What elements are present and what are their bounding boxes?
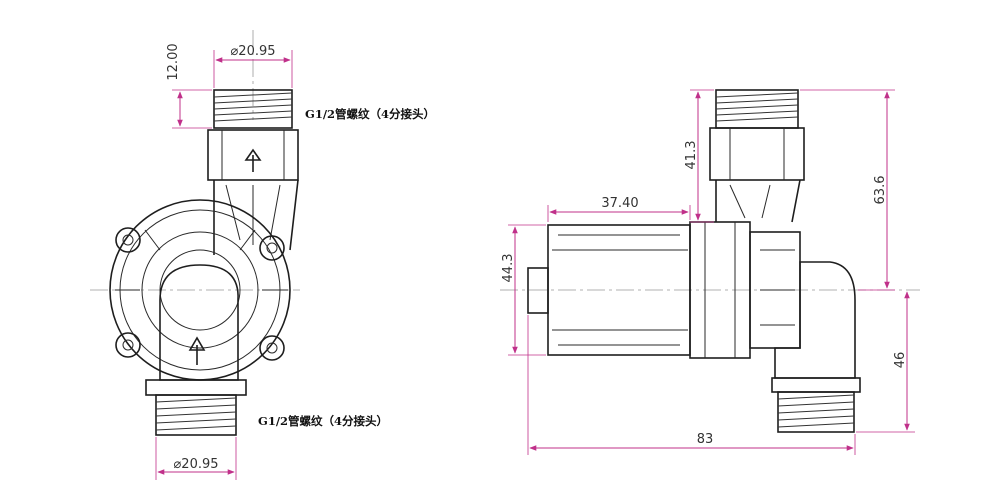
left-view: ⌀20.95 12.00 G1/2管螺纹（4分接头） G1/2管螺纹（4分接头）… [90,30,435,480]
bottom-diameter-label: ⌀20.95 [173,457,218,472]
dim-63-6: 63.6 [800,89,895,291]
total-length-label: 83 [697,432,714,447]
top-height-dimension: 12.00 [166,43,212,129]
upper-outlet [709,89,805,223]
bottom-diameter-dimension: ⌀20.95 [155,437,237,480]
pump-head [689,221,801,359]
height-label: 44.3 [501,254,516,283]
lower-label: 46 [893,352,908,369]
top-height-label: 12.00 [166,43,181,80]
top-thread-note: G1/2管螺纹（4分接头） [305,107,435,121]
inlet-pipe [145,264,247,436]
right-view: 37.40 44.3 41.3 63.6 46 [500,89,920,455]
top-thread-fitting [207,89,299,181]
dim-37-40: 37.40 [547,196,691,222]
dim-44-3: 44.3 [501,224,546,356]
overall-upper-label: 63.6 [873,176,888,205]
dim-41-3: 41.3 [684,89,714,223]
lower-inlet-elbow [771,261,861,433]
dim-83: 83 [527,315,856,455]
upper-neck-label: 41.3 [684,141,699,170]
width-label: 37.40 [601,196,638,211]
bottom-thread-note: G1/2管螺纹（4分接头） [258,414,388,428]
top-diameter-label: ⌀20.95 [230,44,275,59]
top-diameter-dimension: ⌀20.95 [213,44,293,88]
dim-46: 46 [856,291,915,433]
